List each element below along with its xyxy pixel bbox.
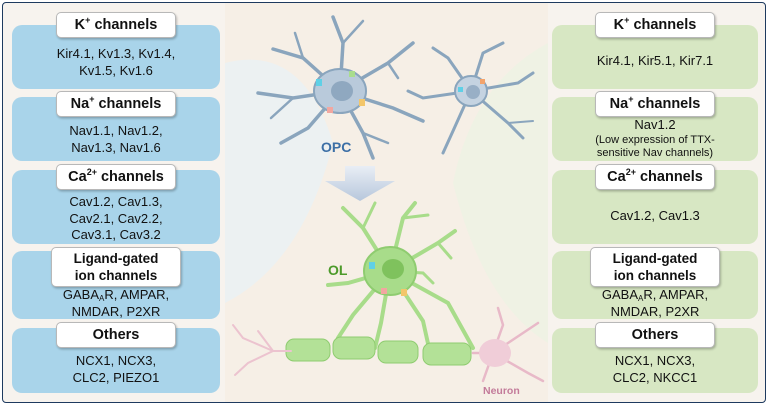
channel-marker xyxy=(359,99,365,106)
channel-marker xyxy=(369,262,375,269)
opc-ca-channels-panel: Ca2+ channels Cav1.2, Cav1.3, Cav2.1, Ca… xyxy=(12,164,220,244)
opc-ligand-gated-list: GABAAR, AMPAR, NMDAR, P2XR xyxy=(62,287,170,319)
channel-marker xyxy=(458,87,463,92)
opc-nucleus-small xyxy=(466,85,480,99)
opc-nucleus-large xyxy=(331,81,353,101)
ol-nucleus xyxy=(382,259,404,279)
ol-k-channels-list: Kir4.1, Kir5.1, Kir7.1 xyxy=(596,53,714,68)
ol-ca-channels-list: Cav1.2, Cav1.3 xyxy=(610,208,700,223)
opc-k-channels-panel: K+ channels Kir4.1, Kv1.3, Kv1.4, Kv1.5,… xyxy=(12,12,220,89)
ol-na-channels-list: Nav1.2 (Low expression of TTX- sensitive… xyxy=(595,117,715,159)
neuron-soma xyxy=(479,339,511,367)
k-channels-title: K+ channels xyxy=(595,12,715,38)
na-channels-title: Na+ channels xyxy=(595,91,715,117)
left-glow xyxy=(225,59,333,303)
opc-others-panel: Others NCX1, NCX3, CLC2, PIEZO1 xyxy=(12,322,220,393)
ca-channels-title: Ca2+ channels xyxy=(56,164,176,190)
channel-marker xyxy=(401,289,407,296)
channel-marker xyxy=(381,288,387,294)
ol-ca-channels-panel: Ca2+ channels Cav1.2, Cav1.3 xyxy=(552,164,758,244)
ol-na-channels-panel: Na+ channels Nav1.2 (Low expression of T… xyxy=(552,91,758,161)
myelin-sheaths xyxy=(285,336,472,366)
differentiation-arrow xyxy=(325,166,395,201)
ol-k-channels-panel: K+ channels Kir4.1, Kir5.1, Kir7.1 xyxy=(552,12,758,89)
others-title: Others xyxy=(56,322,176,348)
ol-label: OL xyxy=(328,262,348,278)
channel-marker xyxy=(480,79,485,84)
opc-na-channels-panel: Na+ channels Nav1.1, Nav1.2, Nav1.3, Nav… xyxy=(12,91,220,161)
cell-illustration xyxy=(225,3,548,402)
ca-channels-title: Ca2+ channels xyxy=(595,164,715,190)
na-channels-title: Na+ channels xyxy=(56,91,176,117)
k-channels-title: K+ channels xyxy=(56,12,176,38)
ol-ligand-gated-list: GABAAR, AMPAR, NMDAR, P2XR xyxy=(601,287,709,319)
others-title: Others xyxy=(595,322,715,348)
ol-others-panel: Others NCX1, NCX3, CLC2, NKCC1 xyxy=(552,322,758,393)
channel-marker xyxy=(327,107,333,113)
right-glow xyxy=(453,43,548,343)
neuron-label: Neuron xyxy=(483,385,520,397)
channel-marker xyxy=(349,71,355,77)
ol-others-list: NCX1, NCX3, CLC2, NKCC1 xyxy=(612,353,698,385)
opc-label: OPC xyxy=(321,139,352,155)
neuron-left xyxy=(232,324,292,376)
opc-ca-channels-list: Cav1.2, Cav1.3, Cav2.1, Cav2.2, Cav3.1, … xyxy=(69,194,163,242)
opc-others-list: NCX1, NCX3, CLC2, PIEZO1 xyxy=(72,353,160,385)
opc-na-channels-list: Nav1.1, Nav1.2, Nav1.3, Nav1.6 xyxy=(69,123,163,155)
opc-k-channels-list: Kir4.1, Kv1.3, Kv1.4, Kv1.5, Kv1.6 xyxy=(56,46,176,78)
channel-marker xyxy=(316,79,322,86)
